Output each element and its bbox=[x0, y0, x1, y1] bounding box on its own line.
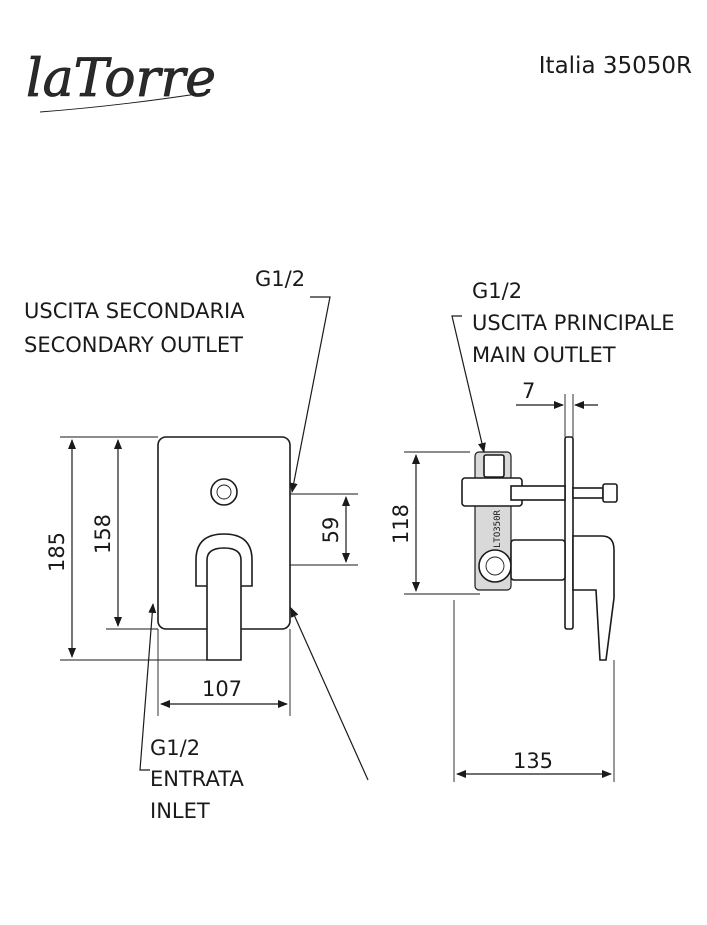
main-outlet-label-it: USCITA PRINCIPALE bbox=[472, 311, 674, 335]
main-outlet-thread: G1/2 bbox=[472, 279, 522, 303]
secondary-outlet-label-en: SECONDARY OUTLET bbox=[24, 333, 243, 357]
front-view: 185 158 59 107 G1/2 USCITA SECONDARIA SE… bbox=[24, 267, 369, 823]
dim-body-height: 118 bbox=[389, 504, 413, 544]
dim-outlet-offset: 59 bbox=[319, 517, 343, 544]
dim-plate-gap: 7 bbox=[522, 379, 535, 403]
inlet-label-en: INLET bbox=[150, 799, 210, 823]
inlet-thread: G1/2 bbox=[150, 736, 200, 760]
side-view: LTO350R 118 7 135 G1/2 USCITA PRINCIPALE… bbox=[389, 279, 674, 782]
dim-depth: 135 bbox=[513, 749, 553, 773]
inlet-label-it: ENTRATA bbox=[150, 767, 244, 791]
brand-logo: laTorre bbox=[26, 49, 216, 113]
secondary-outlet-label-it: USCITA SECONDARIA bbox=[24, 299, 245, 323]
model-title: Italia 35050R bbox=[539, 53, 692, 79]
dim-plate-width: 107 bbox=[202, 677, 242, 701]
main-outlet-label-en: MAIN OUTLET bbox=[472, 343, 616, 367]
svg-text:laTorre: laTorre bbox=[26, 49, 216, 109]
side-handle bbox=[572, 535, 615, 661]
handle-lever bbox=[206, 547, 242, 661]
diverter-knob bbox=[210, 478, 238, 506]
body-stamp: LTO350R bbox=[493, 509, 503, 548]
dim-plate-height: 158 bbox=[91, 514, 115, 554]
dim-total-height: 185 bbox=[45, 532, 69, 572]
side-cover-plate bbox=[564, 436, 574, 630]
secondary-outlet-thread: G1/2 bbox=[255, 267, 305, 291]
